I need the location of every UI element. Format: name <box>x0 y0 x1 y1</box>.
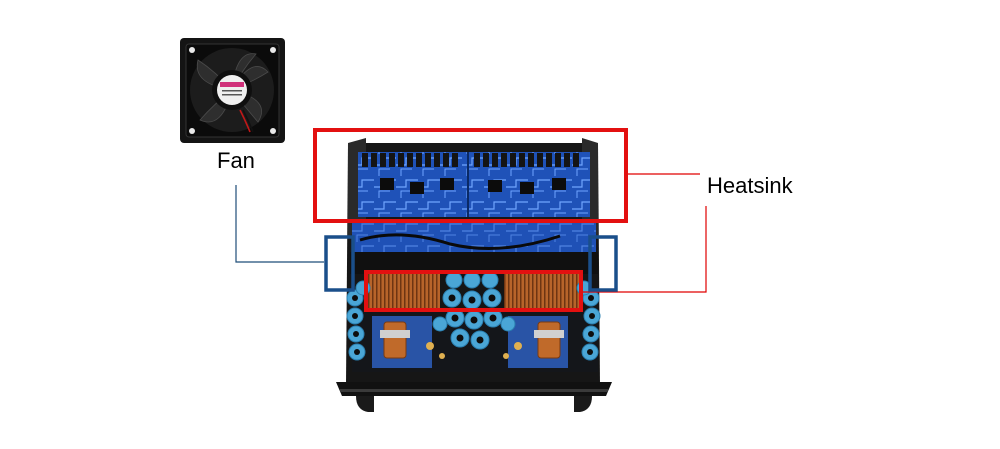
fan-highlight-box-left <box>324 235 355 292</box>
amplifier-board-icon <box>336 138 612 412</box>
fan-callout-line <box>235 185 324 263</box>
fan-label: Fan <box>217 148 255 173</box>
heatsink-label: Heatsink <box>707 173 793 198</box>
heatsink-highlight-box-top <box>313 128 628 223</box>
fan-icon <box>180 38 285 143</box>
heatsink-highlight-box-bottom <box>364 270 583 312</box>
heatsink-callout-line <box>583 173 707 293</box>
fan-highlight-box-right <box>588 235 618 292</box>
